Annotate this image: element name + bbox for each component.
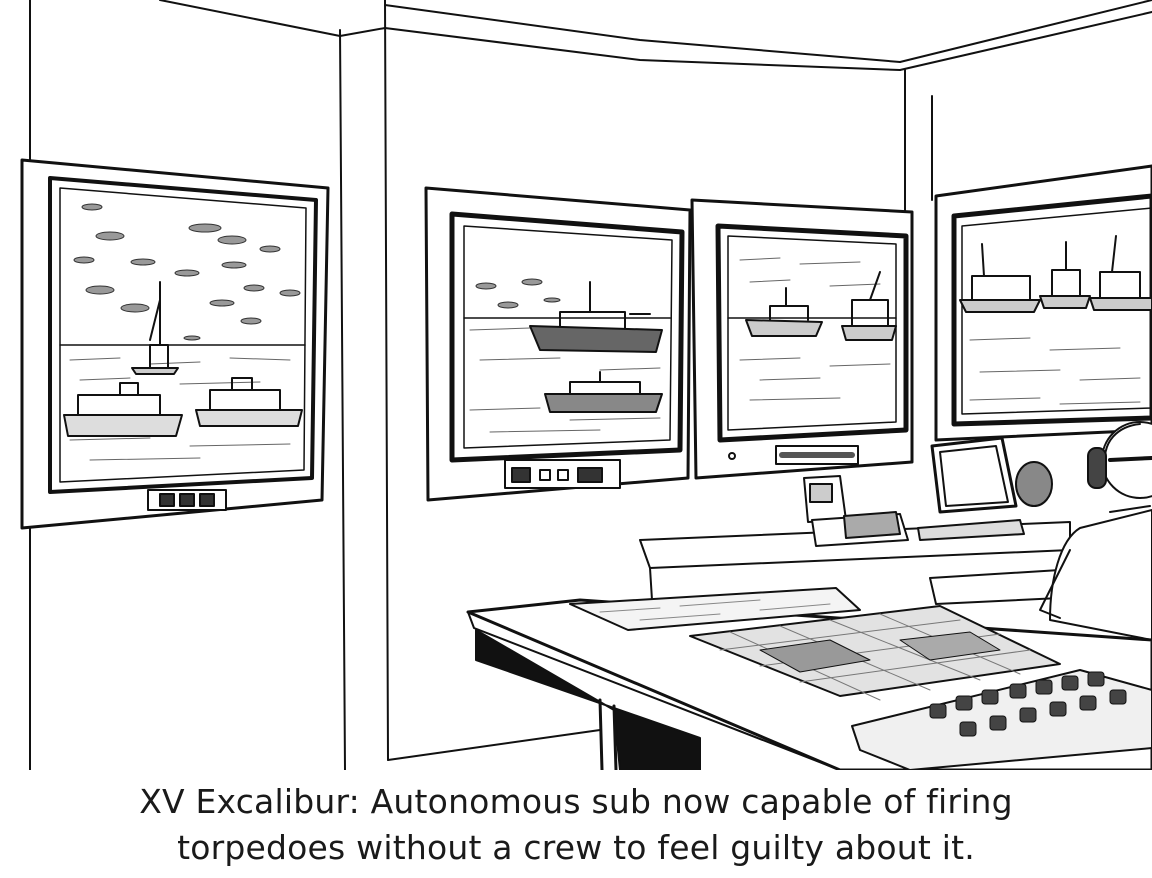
cartoon-caption: XV Excalibur: Autonomous sub now capable… xyxy=(0,772,1152,878)
front-desk xyxy=(466,587,1152,770)
monitor-right xyxy=(934,164,1152,442)
back-console xyxy=(639,436,1071,605)
operator-figure xyxy=(1015,421,1152,641)
monitor-center-right xyxy=(690,198,914,480)
caption-line-1: XV Excalibur: Autonomous sub now capable… xyxy=(139,782,1013,821)
cartoon-illustration xyxy=(20,0,1152,770)
monitor-left xyxy=(20,158,330,530)
caption-line-2: torpedoes without a crew to feel guilty … xyxy=(177,828,975,867)
monitor-center-left xyxy=(424,186,692,502)
